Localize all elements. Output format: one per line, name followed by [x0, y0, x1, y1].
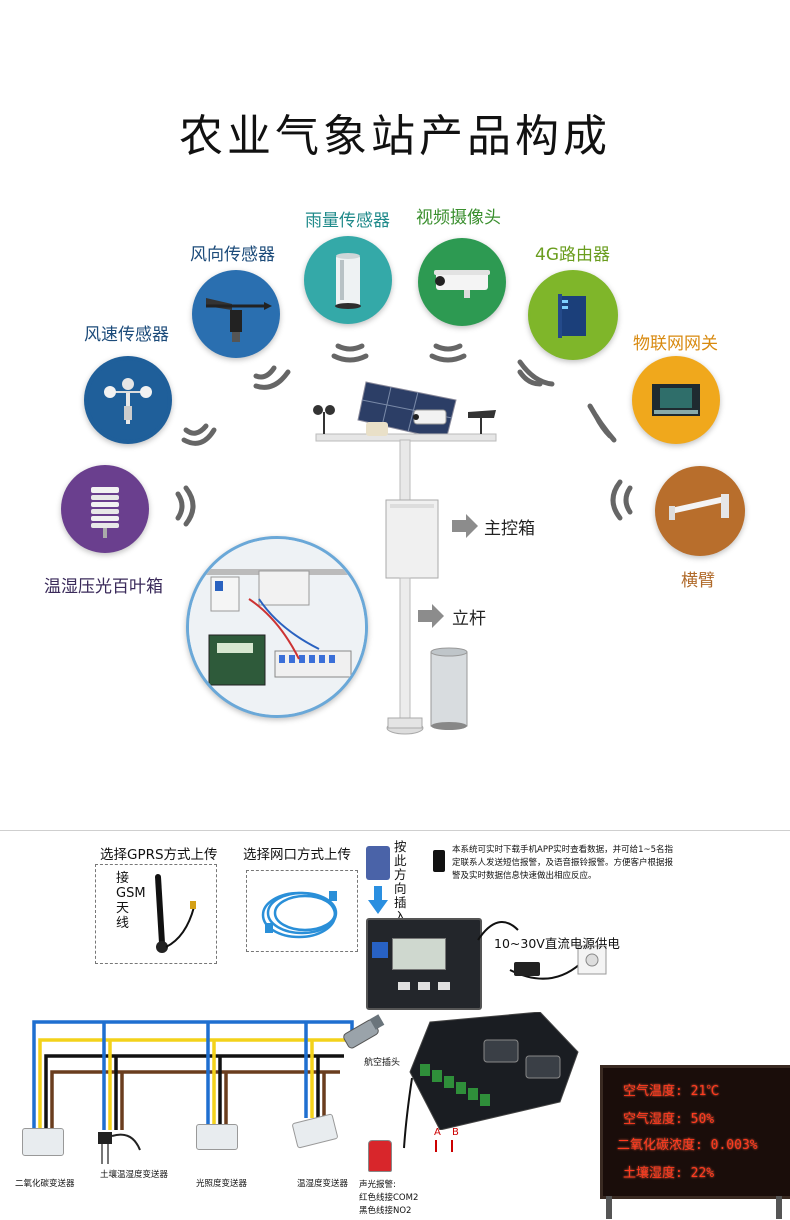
device-logo-icon: [372, 942, 388, 958]
ethernet-box: [246, 870, 358, 952]
alarm-note: 本系统可实时下载手机APP实时查看数据，并可给1~5名指定联系人发送短信报警，及…: [452, 845, 674, 881]
wind-speed-sensor-icon: [84, 356, 172, 444]
phone-icon: [433, 850, 445, 872]
sensor-label-temp-humidity: 温湿度变送器: [297, 1179, 349, 1189]
label-camera: 视频摄像头: [416, 208, 501, 228]
alarm-siren-icon: [368, 1140, 392, 1172]
wind-direction-sensor-icon: [192, 270, 280, 358]
terminal-b-label: B: [452, 1127, 459, 1138]
led-line-air-temp: 空气温度: 21℃: [623, 1084, 720, 1099]
alarm-label-red: 红色线接COM2: [359, 1193, 419, 1203]
gsm-label: 接GSM天线: [116, 871, 146, 931]
router-icon: [528, 270, 618, 360]
power-adapter-icon: [477, 921, 607, 980]
sim-card-icon: [366, 846, 390, 880]
wireless-signal-icon: [175, 343, 633, 527]
co2-transmitter-icon: [22, 1128, 64, 1156]
label-wind-direction: 风向传感器: [190, 245, 275, 265]
terminal-a-label: A: [434, 1127, 441, 1138]
label-crossarm: 横臂: [681, 571, 715, 591]
led-line-co2: 二氧化碳浓度: 0.003%: [617, 1138, 758, 1153]
device-key: [398, 982, 410, 990]
led-board-leg: [606, 1196, 612, 1219]
aviation-plug-icon: [343, 1014, 385, 1049]
sensor-label-soil: 土壤温湿度变送器: [100, 1170, 169, 1180]
light-transmitter-icon: [196, 1124, 238, 1150]
page-title: 农业气象站产品构成: [179, 111, 611, 162]
insert-direction-label: 按此方向插入: [394, 839, 407, 924]
rain-gauge-icon: [304, 236, 392, 324]
sensor-label-co2: 二氧化碳变送器: [15, 1179, 75, 1189]
device-key: [418, 982, 430, 990]
label-rain-gauge: 雨量传感器: [305, 211, 390, 231]
data-logger-device: [366, 918, 482, 1010]
alarm-label-title: 声光报警:: [359, 1180, 396, 1190]
weather-station-illustration: [313, 381, 497, 735]
label-wind-speed: 风速传感器: [84, 325, 169, 345]
power-label: 10~30V直流电源供电: [494, 936, 620, 951]
device-key: [438, 982, 450, 990]
label-main-box: 主控箱: [484, 519, 535, 539]
ethernet-cable-icon: [261, 891, 338, 939]
led-board-leg: [776, 1196, 782, 1219]
gprs-box: 接GSM天线: [95, 864, 217, 964]
sensor-wiring: [32, 1020, 453, 1152]
label-louver-box: 温湿压光百叶箱: [44, 577, 163, 597]
arrow-down-icon: [368, 886, 388, 914]
louver-box-icon: [61, 465, 149, 553]
sensor-label-light: 光照度变送器: [196, 1179, 248, 1189]
alarm-label-black: 黑色线接NO2: [359, 1206, 412, 1216]
control-box-interior-icon: [186, 536, 368, 718]
arrow-right-icon: [418, 604, 444, 628]
camera-icon: [418, 238, 506, 326]
aviation-plug-label: 航空插头: [364, 1058, 401, 1068]
wiring-diagram-section: [0, 830, 790, 1220]
soil-sensor-icon: [98, 1132, 141, 1164]
led-display-board: 空气温度: 21℃ 空气湿度: 50% 二氧化碳浓度: 0.003% 土壤湿度:…: [600, 1065, 790, 1199]
led-line-air-humidity: 空气湿度: 50%: [623, 1112, 715, 1127]
led-line-soil-humidity: 土壤湿度: 22%: [623, 1166, 715, 1181]
terminal-block-zoom: [409, 1012, 579, 1130]
crossarm-icon: [655, 466, 745, 556]
label-router: 4G路由器: [535, 245, 610, 265]
iot-gateway-icon: [632, 356, 720, 444]
ethernet-title: 选择网口方式上传: [243, 847, 351, 863]
gsm-antenna-icon: [155, 874, 196, 953]
device-lcd-screen: [392, 938, 446, 970]
label-pole: 立杆: [452, 609, 486, 629]
arrow-right-icon: [452, 514, 478, 538]
label-iot-gateway: 物联网网关: [633, 334, 718, 354]
gprs-title: 选择GPRS方式上传: [100, 847, 218, 863]
